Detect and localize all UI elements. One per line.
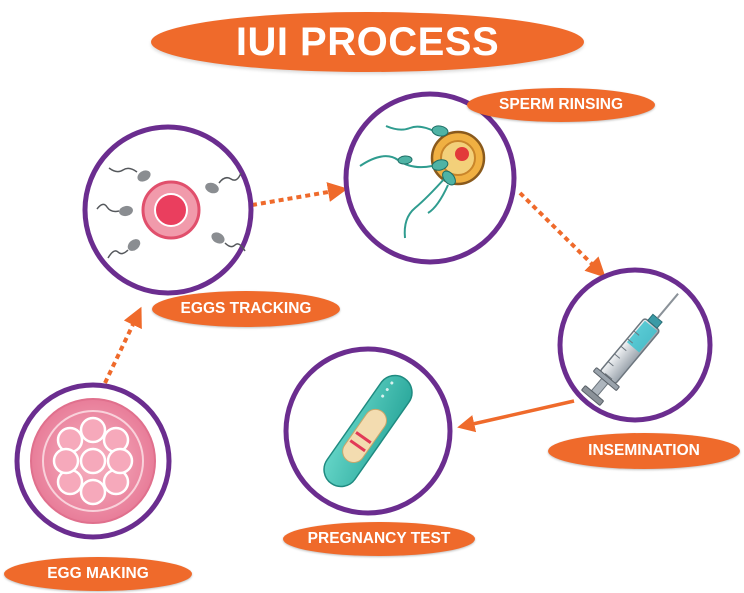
arrow-tracking-to-sperm-rinsing	[251, 182, 348, 207]
label-insemination: INSEMINATION	[548, 433, 740, 469]
label-sperm-rinsing: SPERM RINSING	[467, 88, 655, 122]
label-egg-making: EGG MAKING	[4, 557, 192, 591]
label-pregnancy-test: PREGNANCY TEST	[283, 522, 475, 556]
arrow-egg-making-to-tracking	[103, 306, 142, 384]
egg-with-sperm-icon	[96, 167, 246, 259]
step-sperm-rinsing	[343, 91, 517, 265]
arrow-insemination-to-pregnancy-test	[457, 399, 575, 433]
label-eggs-tracking: EGGS TRACKING	[152, 291, 340, 327]
pregnancy-test-icon	[323, 374, 413, 488]
step-insemination	[557, 267, 713, 423]
arrow-sperm-rinsing-to-insemination	[518, 191, 606, 278]
sperm-cells-icon	[359, 125, 486, 239]
step-pregnancy-test	[283, 346, 453, 516]
egg-cluster-icon	[30, 398, 156, 524]
syringe-icon	[581, 293, 679, 406]
diagram-title: IUI PROCESS	[151, 12, 584, 72]
step-eggs-tracking	[82, 124, 254, 296]
flow-arrows	[103, 182, 606, 433]
step-egg-making	[14, 382, 172, 540]
